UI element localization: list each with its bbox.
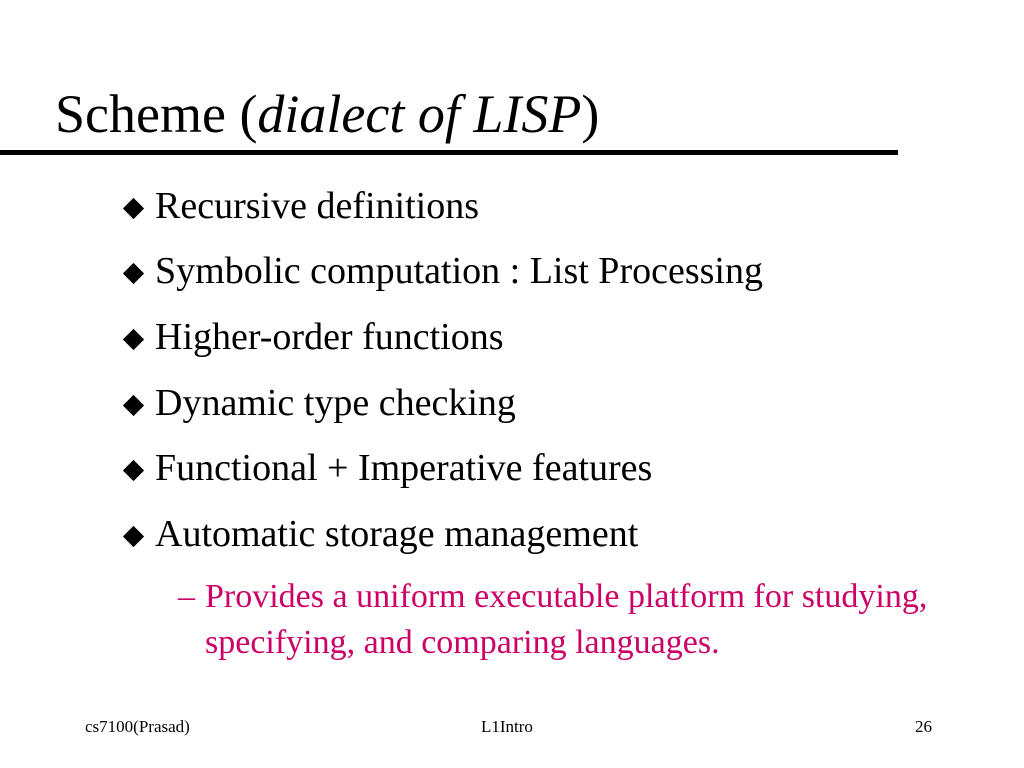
sub-bullet-text: Provides a uniform executable platform f… (205, 578, 928, 661)
bullet-item: Functional + Imperative features (122, 444, 652, 492)
diamond-bullet-icon (122, 394, 145, 417)
bullet-text: Symbolic computation : List Processing (155, 250, 763, 292)
bullet-text: Higher-order functions (155, 316, 504, 358)
title-italic: dialect of LISP (257, 84, 582, 144)
diamond-bullet-icon (122, 525, 145, 548)
diamond-bullet-icon (122, 197, 145, 220)
bullet-text: Dynamic type checking (155, 382, 516, 424)
footer-course: cs7100(Prasad) (85, 717, 190, 736)
bullet-item: Recursive definitions (122, 182, 479, 230)
diamond-bullet-icon (122, 328, 145, 351)
footer-page-number: 26 (915, 717, 932, 736)
slide-title: Scheme (dialect of LISP) (55, 78, 599, 150)
bullet-item: Dynamic type checking (122, 379, 516, 427)
bullet-text: Automatic storage management (155, 513, 639, 555)
bullet-text: Recursive definitions (155, 185, 479, 227)
title-main: Scheme ( (55, 84, 258, 144)
diamond-bullet-icon (122, 459, 145, 482)
diamond-bullet-icon (122, 262, 145, 285)
dash-marker: – (178, 578, 195, 615)
bullet-item: Higher-order functions (122, 313, 504, 361)
title-close: ) (581, 84, 600, 144)
bullet-item: Symbolic computation : List Processing (122, 247, 763, 295)
title-underline (0, 150, 898, 155)
footer-lecture: L1Intro (481, 717, 533, 736)
bullet-text: Functional + Imperative features (155, 447, 653, 489)
bullet-item: Automatic storage management (122, 510, 638, 558)
